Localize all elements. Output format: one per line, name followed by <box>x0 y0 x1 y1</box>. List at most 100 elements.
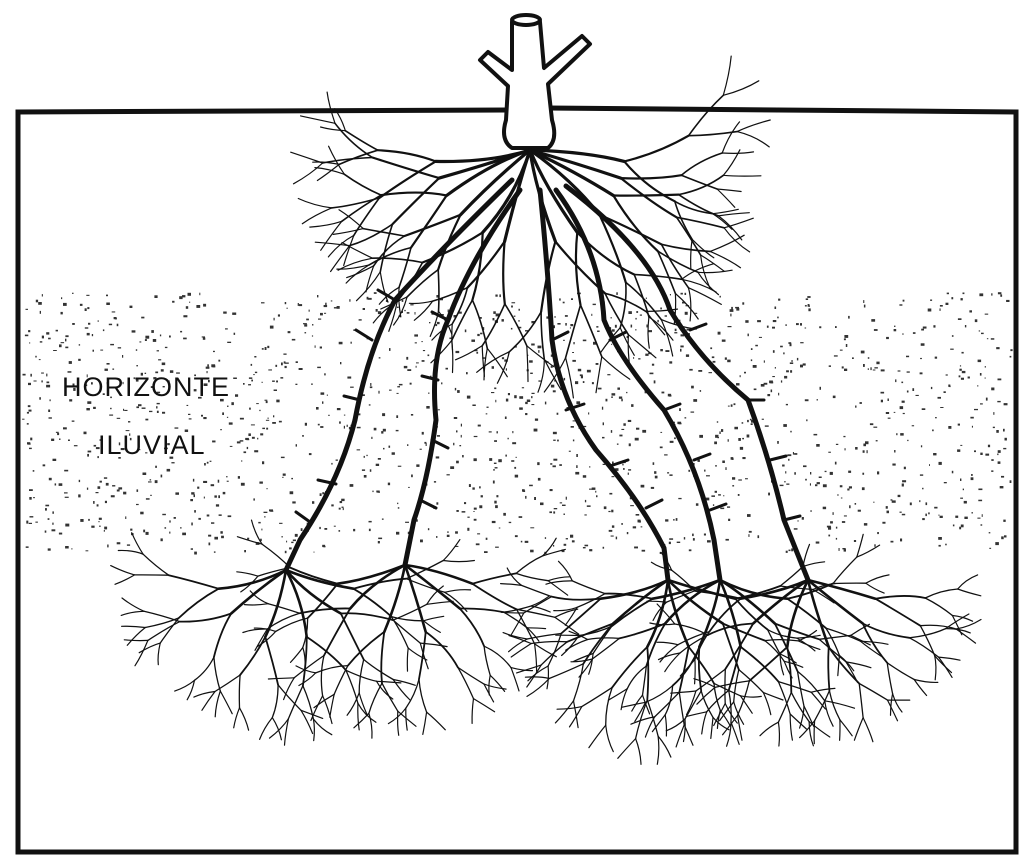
speckle <box>677 542 681 543</box>
root-segment <box>452 324 453 350</box>
speckle <box>531 396 532 398</box>
speckle <box>511 328 513 330</box>
speckle <box>454 417 457 419</box>
speckle <box>566 538 568 539</box>
speckle <box>888 399 889 402</box>
root-segment <box>127 628 145 646</box>
speckle <box>396 430 399 431</box>
speckle <box>381 431 383 434</box>
root-segment <box>763 693 770 715</box>
speckle <box>423 350 425 351</box>
speckle <box>596 495 598 497</box>
speckle <box>685 293 687 295</box>
speckle <box>938 537 942 540</box>
speckle <box>30 438 32 441</box>
speckle <box>892 464 895 466</box>
speckle <box>642 550 646 552</box>
speckle <box>828 535 830 537</box>
speckle <box>635 438 639 441</box>
speckle <box>237 441 241 443</box>
speckle <box>472 487 474 489</box>
speckle <box>320 347 322 349</box>
speckle <box>903 300 905 302</box>
root-segment <box>310 221 342 227</box>
speckle <box>870 423 873 425</box>
speckle <box>223 312 227 314</box>
speckle <box>161 475 163 478</box>
speckle <box>596 326 598 328</box>
speckle <box>563 340 565 341</box>
speckle <box>1005 438 1007 441</box>
speckle <box>312 335 313 336</box>
speckle <box>519 396 523 399</box>
speckle <box>531 344 535 346</box>
speckle <box>953 525 955 527</box>
speckle <box>907 440 908 441</box>
speckle <box>862 473 864 475</box>
speckle <box>554 508 558 509</box>
speckle <box>731 307 733 310</box>
speckle <box>805 479 807 481</box>
speckle <box>963 489 964 491</box>
speckle <box>636 428 639 430</box>
speckle <box>378 458 381 460</box>
speckle <box>208 535 211 537</box>
speckle <box>828 452 831 453</box>
root-segment <box>308 584 338 618</box>
speckle <box>775 367 776 369</box>
speckle <box>190 499 193 501</box>
speckle <box>162 412 165 414</box>
speckle <box>678 498 681 499</box>
speckle <box>576 401 580 404</box>
speckle <box>270 511 273 512</box>
root-segment <box>358 703 376 722</box>
speckle <box>660 447 663 449</box>
speckle <box>69 361 72 364</box>
root-segment <box>692 239 714 257</box>
speckle <box>461 424 462 427</box>
plant-stem <box>480 15 590 148</box>
speckle <box>65 546 69 549</box>
root-segment <box>474 699 495 712</box>
speckle <box>876 362 879 365</box>
speckle <box>196 305 200 308</box>
root-segment <box>334 666 348 695</box>
speckle <box>714 442 717 445</box>
speckle <box>612 329 615 331</box>
speckle <box>895 379 896 382</box>
speckle <box>428 393 430 394</box>
speckle <box>762 419 764 420</box>
speckle <box>997 401 1000 402</box>
speckle <box>428 355 430 357</box>
root-segment <box>829 691 840 720</box>
speckle <box>642 430 646 433</box>
speckle <box>530 550 534 553</box>
speckle <box>892 500 896 502</box>
speckle <box>989 532 991 533</box>
speckle <box>283 354 286 355</box>
speckle <box>175 492 179 494</box>
speckle <box>573 440 574 442</box>
speckle <box>447 531 449 532</box>
speckle <box>457 390 460 393</box>
root-segment <box>555 617 579 634</box>
speckle <box>199 293 200 296</box>
speckle <box>622 464 623 466</box>
speckle <box>899 304 902 305</box>
root-segment <box>863 718 873 742</box>
speckle <box>61 297 62 299</box>
root-segment <box>330 694 334 717</box>
speckle <box>589 489 593 490</box>
speckle <box>981 333 984 334</box>
root-segment <box>719 213 750 216</box>
speckle <box>964 501 967 504</box>
speckle <box>123 409 124 411</box>
speckle <box>727 506 730 507</box>
speckle <box>816 542 820 544</box>
root-segment <box>424 616 444 621</box>
root-segment <box>214 614 231 658</box>
root-segment <box>505 304 527 346</box>
root-segment <box>122 626 146 627</box>
root-segment <box>671 691 696 693</box>
root-segment <box>372 158 439 179</box>
